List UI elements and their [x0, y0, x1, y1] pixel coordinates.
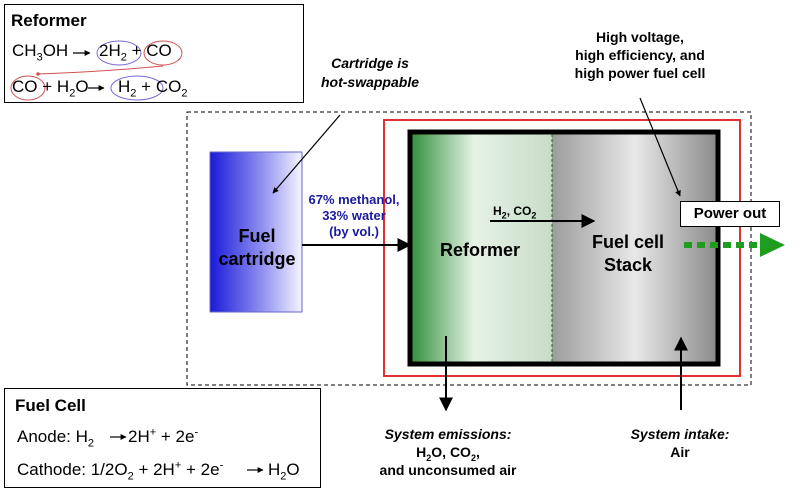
- fuel-cartridge: [209, 151, 303, 313]
- hot-swap-pointer: [272, 114, 341, 194]
- reformer-block-label: Reformer: [439, 240, 521, 260]
- fuel-cell-equation-box: Fuel Cell: [4, 388, 321, 488]
- cathode-product: H2O: [268, 460, 300, 483]
- reformer-block: [410, 132, 552, 364]
- reformer-eq-2-products: H2 + CO2: [118, 77, 188, 100]
- reformer-box-title: Reformer: [11, 11, 87, 30]
- feed-composition-label: 67% methanol, 33% water (by vol.): [308, 192, 400, 239]
- system-emissions-label: System emissions: H2O, CO2, and unconsum…: [379, 426, 517, 478]
- anode-products: 2H+ + 2e-: [128, 426, 199, 446]
- high-voltage-pointer: [639, 97, 681, 197]
- reformer-eq-1: CH3OH: [12, 41, 69, 64]
- system-intake-label: System intake: Air: [630, 426, 730, 460]
- fuel-cartridge-label: Fuel cartridge: [218, 226, 296, 269]
- hot-swap-label: Cartridge is hot-swappable: [320, 55, 419, 90]
- high-voltage-label: High voltage, high efficiency, and high …: [574, 29, 706, 81]
- anode-equation: Anode: H2: [17, 427, 95, 450]
- fuel-cell-box-title: Fuel Cell: [15, 396, 86, 415]
- reformer-eq-1-products: 2H2 + CO: [99, 41, 172, 64]
- power-out-label: Power out: [680, 201, 780, 227]
- reformer-eq-2: CO + H2O: [12, 77, 89, 100]
- h2-co2-label: H2, CO2: [493, 204, 537, 221]
- stack-block-label: Fuel cell Stack: [591, 232, 665, 275]
- cathode-equation: Cathode: 1/2O2 + 2H+ + 2e-: [17, 459, 224, 483]
- reformer-equation-box: Reformer: [4, 4, 304, 103]
- system-boundary: [186, 111, 752, 386]
